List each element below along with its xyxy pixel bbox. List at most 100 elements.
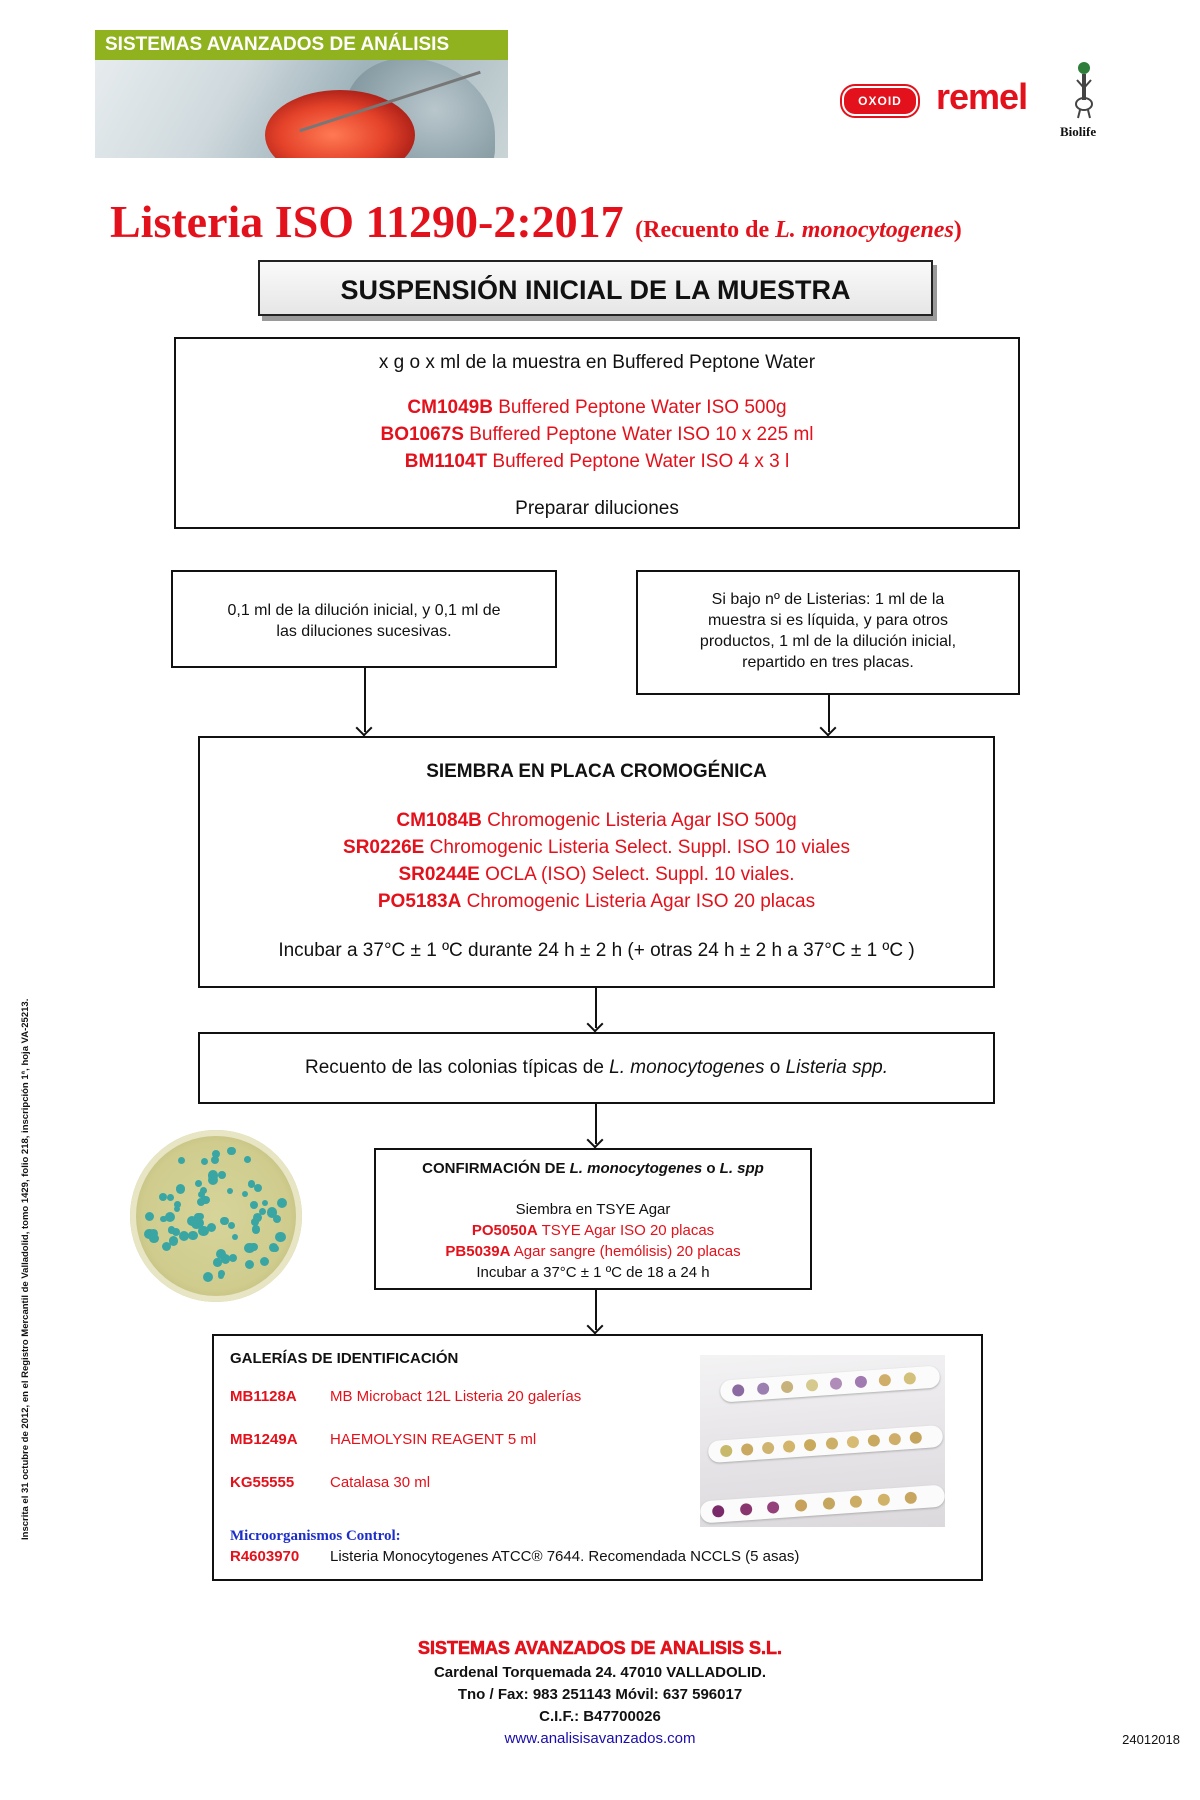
colony-dot xyxy=(188,1230,198,1240)
colony-dot xyxy=(201,1195,210,1205)
arrowhead-icon xyxy=(355,719,373,737)
microbact-strip xyxy=(719,1365,941,1403)
colony-dot xyxy=(162,1241,172,1251)
plating-title: SIEMBRA EN PLACA CROMOGÉNICA xyxy=(426,761,767,782)
low-listeria-text-line: muestra si es líquida, y para otros xyxy=(707,612,949,629)
colony-dot xyxy=(144,1211,155,1222)
colony-dot xyxy=(213,1258,223,1267)
colony-dot xyxy=(227,1146,236,1156)
product-line: PO5183A Chromogenic Listeria Agar ISO 20… xyxy=(377,891,816,912)
strip-well xyxy=(878,1373,892,1387)
product-line: SR0244E OCLA (ISO) Select. Suppl. 10 via… xyxy=(398,864,795,885)
colony-dot xyxy=(258,1208,267,1216)
strip-well xyxy=(846,1435,859,1449)
microbact-strip xyxy=(707,1424,944,1464)
confirmation-title: CONFIRMACIÓN DE L. monocytogenes o L. sp… xyxy=(422,1160,764,1177)
colony-dot xyxy=(203,1271,214,1282)
incubation-text: Incubar a 37°C ± 1 ºC durante 24 h ± 2 h… xyxy=(278,940,915,961)
strip-well xyxy=(711,1504,725,1518)
dilution-inoculum-box: 0,1 ml de la dilución inicial, y 0,1 ml … xyxy=(171,570,557,668)
product-line: CM1049B Buffered Peptone Water ISO 500g xyxy=(407,397,787,418)
strip-well xyxy=(909,1431,923,1445)
colony-dot xyxy=(241,1191,248,1198)
strip-well xyxy=(849,1495,863,1509)
strip-well xyxy=(794,1499,808,1512)
colony-dot xyxy=(207,1222,217,1232)
title-main: Listeria ISO 11290-2:2017 xyxy=(110,196,624,247)
colony-dot xyxy=(207,1170,219,1181)
colony-dot xyxy=(215,1248,226,1259)
product-line: SR0226E Chromogenic Listeria Select. Sup… xyxy=(343,837,850,858)
colony-dot xyxy=(158,1192,167,1201)
registry-side-text: Inscrita el 31 octubre de 2012, en el Re… xyxy=(20,999,31,1540)
colony-dot xyxy=(276,1197,288,1208)
footer-phone: Tno / Fax: 983 251143 Móvil: 637 596017 xyxy=(457,1686,743,1703)
colony-dot xyxy=(226,1187,233,1194)
colony-dot xyxy=(167,1194,175,1202)
colony-dot xyxy=(217,1272,225,1280)
colony-dot xyxy=(160,1215,167,1223)
strip-well xyxy=(805,1378,818,1392)
strip-well xyxy=(822,1497,835,1510)
dilution-text-line: las diluciones sucesivas. xyxy=(276,623,452,640)
colony-dot xyxy=(144,1228,155,1239)
strip-well xyxy=(902,1372,916,1385)
strip-well xyxy=(877,1493,891,1507)
colony-dot xyxy=(174,1200,181,1208)
colony-dot xyxy=(220,1254,231,1264)
product-line: BM1104T Buffered Peptone Water ISO 4 x 3… xyxy=(404,451,790,472)
colony-dot xyxy=(252,1225,261,1234)
colony-dot xyxy=(254,1183,263,1192)
colony-dot xyxy=(261,1200,268,1207)
colony-dot xyxy=(177,1157,185,1165)
flow-arrow xyxy=(595,1104,597,1144)
biolife-logo: Biolife xyxy=(1060,124,1097,139)
strip-well xyxy=(719,1444,733,1458)
flow-arrow xyxy=(364,668,366,732)
colony-dot xyxy=(259,1256,269,1267)
strip-well xyxy=(739,1502,753,1516)
colony-dot xyxy=(186,1215,197,1226)
strip-well xyxy=(780,1380,794,1394)
strip-well xyxy=(867,1434,880,1448)
title-subtitle: (Recuento de L. monocytogenes) xyxy=(635,217,962,243)
footer-address: Cardenal Torquemada 24. 47010 VALLADOLID… xyxy=(433,1664,767,1681)
colony-dot xyxy=(200,1157,209,1165)
arrowhead-icon xyxy=(586,1131,604,1149)
microbact-strip xyxy=(700,1484,945,1524)
colony-dot xyxy=(220,1216,230,1226)
flow-arrow xyxy=(595,988,597,1028)
banner-title: SISTEMAS AVANZADOS DE ANÁLISIS xyxy=(95,30,508,60)
flow-arrow xyxy=(595,1290,597,1330)
strip-well xyxy=(731,1384,745,1397)
strip-well xyxy=(829,1377,843,1390)
prepare-dilutions-text: Preparar diluciones xyxy=(515,498,679,519)
listeria-plate-image xyxy=(130,1130,302,1302)
flow-arrow xyxy=(828,695,830,732)
product-line: CM1084B Chromogenic Listeria Agar ISO 50… xyxy=(396,810,797,831)
strip-well xyxy=(782,1440,796,1453)
colony-dot xyxy=(175,1184,186,1195)
registry-text: Inscrita el 31 octubre de 2012, en el Re… xyxy=(20,998,31,1540)
colony-dot xyxy=(228,1221,236,1229)
microbact-strips-image xyxy=(700,1355,945,1527)
product-line: PB5039A Agar sangre (hemólisis) 20 placa… xyxy=(445,1243,741,1260)
colony-dot xyxy=(243,1156,251,1164)
footer-website-link[interactable]: www.analisisavanzados.com xyxy=(504,1730,696,1747)
galleries-title: GALERÍAS DE IDENTIFICACIÓN xyxy=(230,1350,459,1367)
arrowhead-icon xyxy=(586,1317,604,1335)
strip-well xyxy=(825,1437,838,1450)
colony-dot xyxy=(231,1234,238,1241)
oxoid-logo: OXOID xyxy=(842,86,918,116)
colony-dot xyxy=(269,1209,277,1216)
header-banner-image: SISTEMAS AVANZADOS DE ANÁLISIS xyxy=(95,30,508,158)
colony-dot xyxy=(192,1217,204,1229)
colony-dot xyxy=(272,1215,281,1224)
strip-well xyxy=(766,1501,780,1514)
chromogenic-plating-box: SIEMBRA EN PLACA CROMOGÉNICA CM1084B Chr… xyxy=(198,736,995,988)
colony-dot xyxy=(210,1155,220,1165)
control-title: Microorganismos Control: xyxy=(230,1528,401,1544)
